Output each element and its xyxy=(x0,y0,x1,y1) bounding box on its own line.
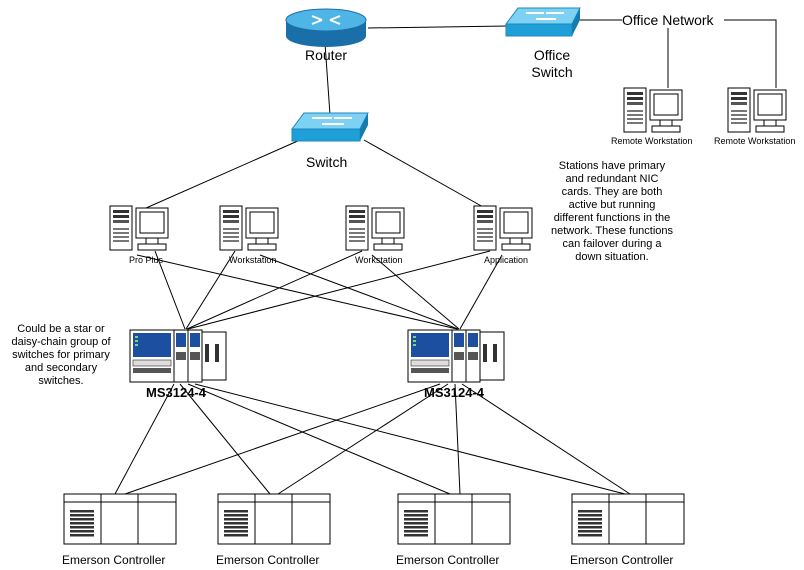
ms3124-left-label: MS3124-4 xyxy=(146,385,206,400)
stations-note: Stations have primary and redundant NIC … xyxy=(550,160,674,263)
controller-3-label: Emerson Controller xyxy=(396,553,500,567)
controller-1-label: Emerson Controller xyxy=(62,553,166,567)
link-msright-ctrl3 xyxy=(454,383,461,495)
application-station-icon xyxy=(473,205,533,251)
link-msleft-ctrl1 xyxy=(114,383,175,495)
link-app-ms-left xyxy=(187,250,491,330)
link-msright-ctrl1 xyxy=(124,383,441,495)
controller-2-icon xyxy=(217,493,331,545)
link-ws1-ms-right xyxy=(259,254,459,330)
office-switch-icon xyxy=(505,7,581,37)
link-msright-ctrl2 xyxy=(277,383,449,495)
link-ws1-ms-left xyxy=(185,250,236,330)
controller-3-icon xyxy=(397,493,511,545)
link-router-office-switch xyxy=(367,25,509,29)
controller-4-label: Emerson Controller xyxy=(570,553,674,567)
workstation-1-icon xyxy=(219,205,279,251)
link-msright-ctrl4 xyxy=(461,383,631,495)
core-switch-icon xyxy=(291,112,369,142)
remote-workstation-2-icon xyxy=(727,87,787,133)
application-label: Application xyxy=(484,255,529,265)
workstation-2-icon xyxy=(345,205,405,251)
workstation-2-label: Workstation xyxy=(355,255,403,265)
link-router-switch xyxy=(324,42,331,116)
link-switch-application xyxy=(363,139,493,213)
link-msleft-ctrl4 xyxy=(194,383,626,495)
router-icon xyxy=(285,8,367,47)
remote-workstation-1-icon xyxy=(623,87,683,133)
link-ws2-ms-left xyxy=(186,250,363,330)
link-proplus-ms-right xyxy=(136,254,458,330)
switches-note: Could be a star or daisy-chain group of … xyxy=(11,323,111,387)
link-msleft-ctrl2 xyxy=(179,383,271,495)
controller-4-icon xyxy=(571,493,685,545)
controller-2-label: Emerson Controller xyxy=(216,553,320,567)
ms3124-right-label: MS3124-4 xyxy=(424,385,484,400)
link-msleft-ctrl3 xyxy=(187,383,451,495)
pro-plus-station-icon xyxy=(109,205,169,251)
router-label: Router xyxy=(305,47,348,63)
controller-1-icon xyxy=(63,493,177,545)
ms3124-left-icon xyxy=(129,329,227,383)
link-office-network-remote-2 xyxy=(724,19,777,88)
ms3124-right-icon xyxy=(407,329,505,383)
office-switch-label: Office Switch xyxy=(531,47,573,80)
switch-label: Switch xyxy=(306,154,348,170)
remote-workstation-2-label: Remote Workstation xyxy=(714,136,796,146)
office-network-label: Office Network xyxy=(622,12,714,28)
link-ws2-ms-right xyxy=(371,254,460,330)
connection-lines xyxy=(114,19,777,495)
remote-workstation-1-label: Remote Workstation xyxy=(611,136,693,146)
pro-plus-label: Pro Plus xyxy=(129,255,164,265)
workstation-1-label: Workstation xyxy=(229,255,277,265)
link-proplus-ms-left xyxy=(154,250,186,330)
link-app-ms-right xyxy=(459,254,503,330)
link-switch-pro-plus xyxy=(136,139,301,213)
